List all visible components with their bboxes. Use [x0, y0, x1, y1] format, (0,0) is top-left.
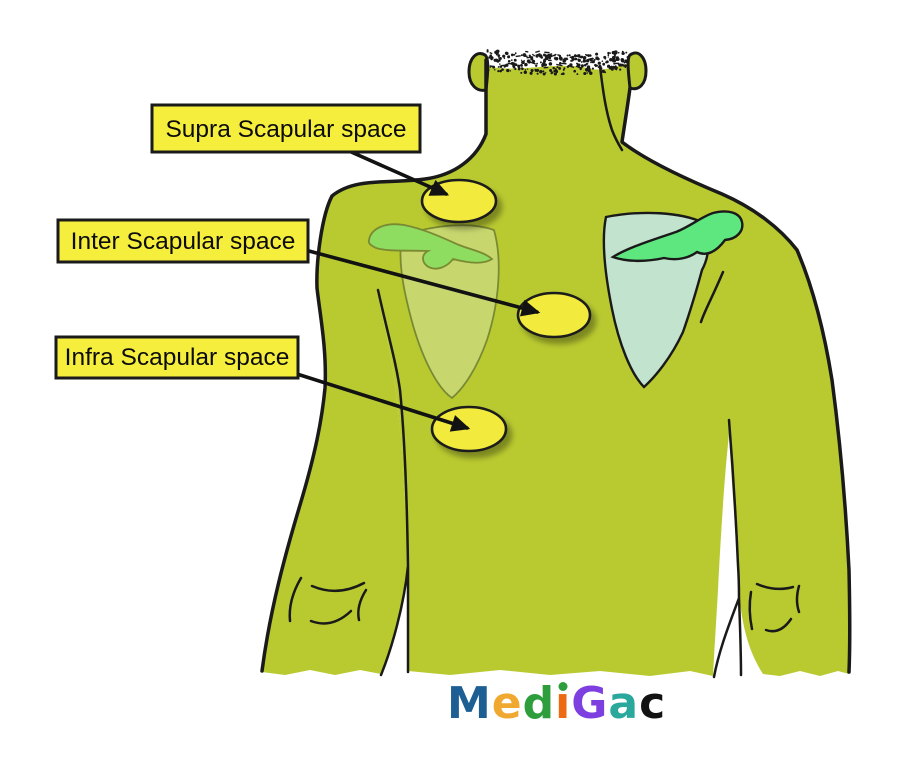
infra-label-box: [54, 335, 300, 380]
scapula-left-body: [399, 224, 500, 400]
right-elbow-creases: [748, 582, 801, 633]
inter-label-box: [56, 218, 310, 264]
scapula-left: [367, 223, 500, 400]
right-ear-icon: [626, 51, 648, 91]
hair-stipple: [486, 49, 630, 76]
left-body-outline: [260, 58, 488, 673]
logo-letter: d: [522, 678, 556, 729]
left-back-crease: [376, 288, 410, 677]
neck-inner-line: [598, 64, 624, 152]
annotation-supra: Supra Scapular space: [150, 103, 450, 196]
torso-silhouette: [332, 61, 850, 677]
inter-label: Inter Scapular space: [71, 228, 296, 255]
scapula-left-spine: [367, 223, 494, 270]
right-body-outline: [620, 86, 852, 674]
scapula-right-spine: [610, 210, 744, 263]
torso-shoulder-patch: [262, 196, 408, 675]
annotation-infra: Infra Scapular space: [54, 335, 471, 432]
logo-letter: ı: [555, 678, 572, 729]
annotation-inter: Inter Scapular space: [56, 218, 541, 317]
right-armpit-crease: [699, 270, 725, 324]
infra-arrow: [295, 372, 471, 432]
right-arm-gap: [714, 598, 741, 677]
supra-arrow: [347, 149, 450, 196]
inter-scapular-marker: [516, 291, 592, 339]
right-arm-boundary: [712, 418, 743, 679]
infra-label: Infra Scapular space: [65, 344, 290, 371]
logo-letter: e: [491, 678, 523, 729]
supra-label: Supra Scapular space: [165, 116, 406, 143]
logo-letter: G: [571, 678, 609, 729]
scapula-right: [602, 210, 744, 389]
left-elbow-creases: [288, 576, 368, 625]
supra-scapular-marker: [420, 178, 498, 224]
supra-label-box: [150, 103, 422, 154]
inter-arrow: [307, 249, 541, 317]
left-arm-gap: [381, 566, 408, 675]
logo-letter: a: [608, 678, 640, 729]
logo-letter: c: [639, 678, 667, 729]
infra-scapular-marker: [430, 405, 508, 453]
logo-letter-dot: [558, 682, 568, 691]
logo-letter: M: [447, 678, 492, 729]
